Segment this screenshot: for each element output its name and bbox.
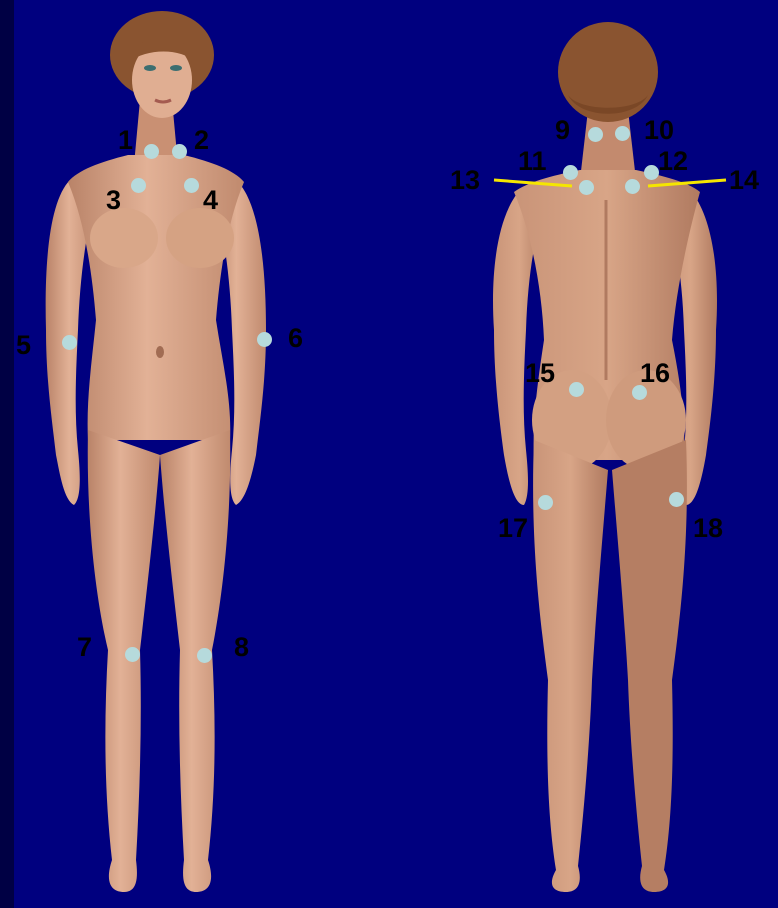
point-label-7: 7 (77, 634, 92, 661)
tender-point-dot-7 (125, 647, 140, 662)
point-label-9: 9 (555, 117, 570, 144)
point-label-12: 12 (658, 148, 688, 175)
point-label-10: 10 (644, 117, 674, 144)
front-breast-right (166, 208, 234, 268)
front-figure (46, 11, 266, 892)
point-label-16: 16 (640, 360, 670, 387)
tender-point-dot-13 (579, 180, 594, 195)
front-breast-left (90, 208, 158, 268)
tender-point-dot-10 (615, 126, 630, 141)
front-eye-left (144, 65, 156, 71)
point-label-18: 18 (693, 515, 723, 542)
point-label-5: 5 (16, 332, 31, 359)
tender-point-dot-12 (644, 165, 659, 180)
point-label-2: 2 (194, 127, 209, 154)
point-label-4: 4 (203, 187, 218, 214)
back-hair (558, 22, 658, 122)
tender-point-dot-3 (131, 178, 146, 193)
point-label-17: 17 (498, 515, 528, 542)
point-label-13: 13 (450, 167, 480, 194)
point-label-3: 3 (106, 187, 121, 214)
tender-point-dot-2 (172, 144, 187, 159)
point-label-14: 14 (729, 167, 759, 194)
tender-point-dot-17 (538, 495, 553, 510)
point-label-11: 11 (518, 148, 547, 175)
front-navel (156, 346, 164, 358)
point-label-1: 1 (118, 127, 133, 154)
point-label-6: 6 (288, 325, 303, 352)
tender-point-dot-8 (197, 648, 212, 663)
front-eye-right (170, 65, 182, 71)
point-label-8: 8 (234, 634, 249, 661)
tender-point-dot-11 (563, 165, 578, 180)
front-right-leg (160, 430, 230, 892)
point-label-15: 15 (525, 360, 555, 387)
tender-point-dot-4 (184, 178, 199, 193)
tender-point-dot-9 (588, 127, 603, 142)
front-left-leg (88, 430, 160, 892)
tender-point-dot-6 (257, 332, 272, 347)
tender-point-dot-18 (669, 492, 684, 507)
tender-point-dot-5 (62, 335, 77, 350)
back-right-leg (612, 440, 687, 892)
tender-point-dot-1 (144, 144, 159, 159)
tender-point-dot-14 (625, 179, 640, 194)
tender-point-dot-15 (569, 382, 584, 397)
